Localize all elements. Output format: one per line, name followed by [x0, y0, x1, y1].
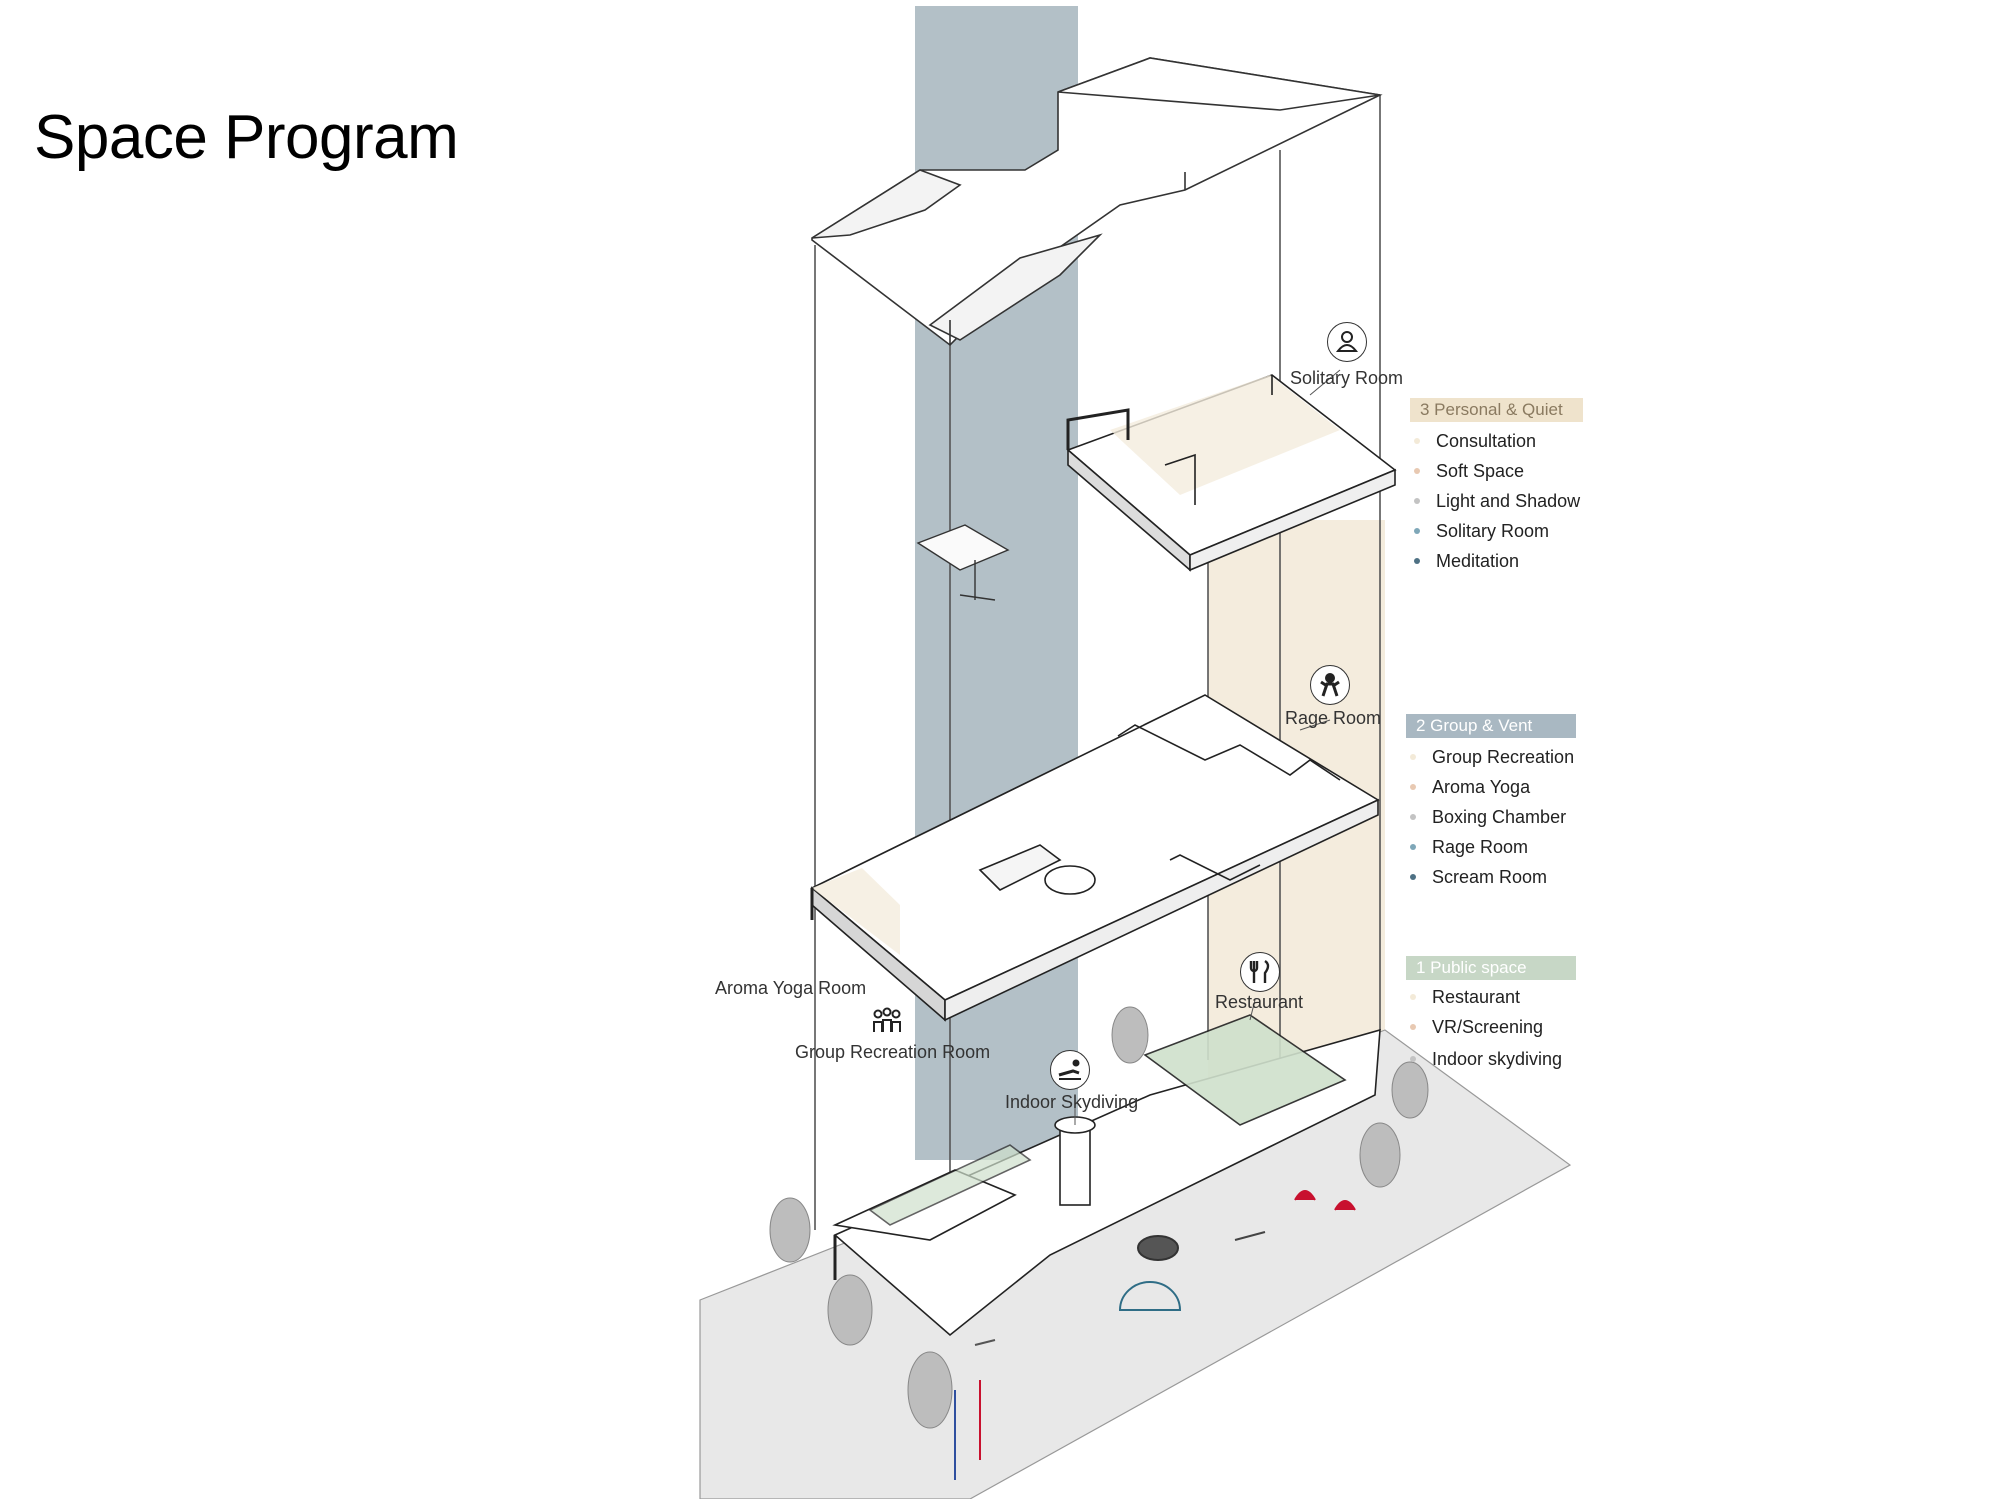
- rage-icon: [1310, 665, 1350, 705]
- legend-item: Aroma Yoga: [1406, 772, 1596, 802]
- indoor-skydiving-label: Indoor Skydiving: [1005, 1092, 1139, 1112]
- legend-item: Light and Shadow: [1410, 486, 1600, 516]
- group-icon: [868, 1002, 906, 1040]
- level-3-floor: [1066, 374, 1397, 572]
- legend-item: Restaurant: [1406, 982, 1596, 1012]
- page-title: Space Program: [34, 103, 459, 172]
- legend-item: Consultation: [1410, 426, 1600, 456]
- rage-room-label: Rage Room: [1285, 708, 1382, 728]
- legend-public-space: 1 Public space Restaurant VR/Screening I…: [1406, 956, 1596, 1074]
- legend-group-vent: 2 Group & Vent Group Recreation Aroma Yo…: [1406, 714, 1596, 892]
- restaurant-icon: [1240, 952, 1280, 992]
- roof: [811, 57, 1383, 347]
- legend-item-label: Rage Room: [1432, 837, 1529, 857]
- legend-item-label: Scream Room: [1432, 867, 1548, 887]
- legend-item: Soft Space: [1410, 456, 1600, 486]
- legend-item: Rage Room: [1406, 832, 1596, 862]
- level-1-building: [832, 1014, 1381, 1337]
- legend-item-label: Restaurant: [1432, 987, 1521, 1007]
- legend-item: Indoor skydiving: [1406, 1044, 1596, 1074]
- legend-item-label: Meditation: [1436, 551, 1520, 571]
- legend-item-label: Aroma Yoga: [1432, 777, 1531, 797]
- legend-item-label: VR/Screening: [1432, 1017, 1544, 1037]
- legend-item-label: Soft Space: [1436, 461, 1525, 481]
- legend-item-label: Light and Shadow: [1436, 491, 1581, 511]
- aroma-yoga-room-label: Aroma Yoga Room: [715, 978, 867, 998]
- solitary-room-label: Solitary Room: [1290, 368, 1404, 388]
- legend-item-label: Solitary Room: [1436, 521, 1550, 541]
- legend-item: Scream Room: [1406, 862, 1596, 892]
- legend-item-label: Group Recreation: [1432, 747, 1575, 767]
- legend-item: Group Recreation: [1406, 742, 1596, 772]
- playground: [954, 1190, 1356, 1480]
- legend-item: Meditation: [1410, 546, 1600, 576]
- legend-item-label: Consultation: [1436, 431, 1537, 451]
- leader-lines: [1074, 369, 1341, 1125]
- skydiving-icon: [1050, 1050, 1090, 1090]
- legend-heading: 3 Personal & Quiet: [1410, 398, 1583, 422]
- legend-item: Boxing Chamber: [1406, 802, 1596, 832]
- guide-lines: [814, 95, 1381, 1230]
- restaurant-label: Restaurant: [1215, 992, 1304, 1012]
- legend-heading: 2 Group & Vent: [1406, 714, 1576, 738]
- legend-item-label: Indoor skydiving: [1432, 1049, 1563, 1069]
- trees: [769, 1006, 1429, 1429]
- person-icon: [1327, 322, 1367, 362]
- legend-item: Solitary Room: [1410, 516, 1600, 546]
- legend-item: VR/Screening: [1406, 1012, 1596, 1042]
- level-2-floor: [810, 694, 1380, 1022]
- legend-heading: 1 Public space: [1406, 956, 1576, 980]
- group-recreation-room-label: Group Recreation Room: [795, 1042, 991, 1062]
- canopy: [916, 524, 1010, 601]
- legend-item-label: Boxing Chamber: [1432, 807, 1567, 827]
- legend-personal-quiet: 3 Personal & Quiet Consultation Soft Spa…: [1410, 398, 1600, 576]
